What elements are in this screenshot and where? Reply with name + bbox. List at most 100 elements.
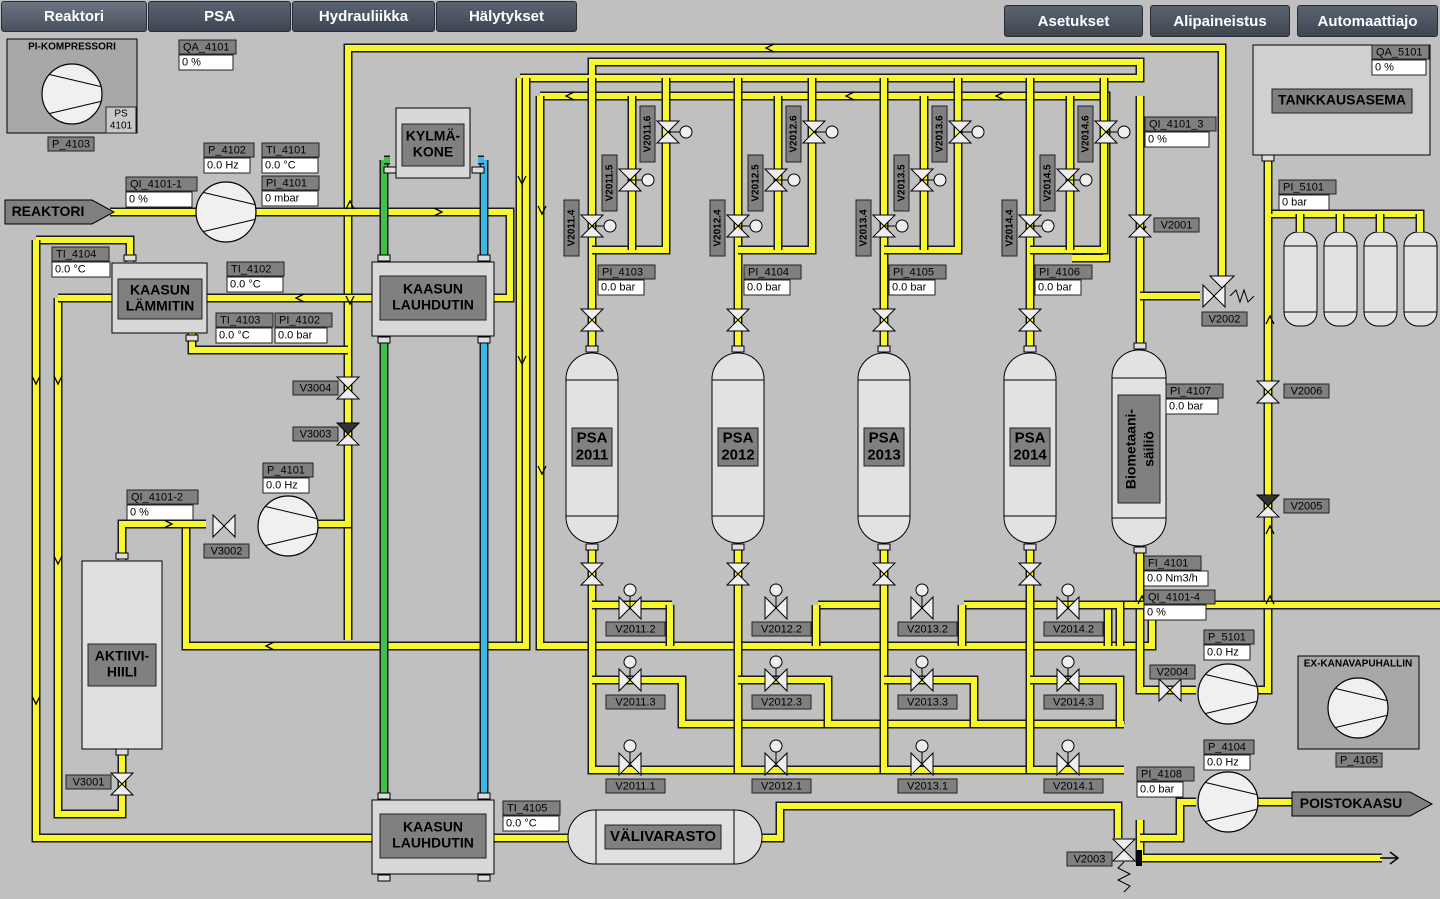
valve-v2012-5[interactable] [763, 168, 801, 192]
tab-halytykset[interactable]: Hälytykset [436, 1, 577, 32]
biomethane-tank[interactable]: Biometaani-säiliö [1111, 349, 1167, 547]
valve-v2013-1[interactable] [910, 739, 934, 777]
activated-carbon-filter[interactable]: AKTIIVI-HIILI [81, 560, 163, 750]
valve-v2011-3[interactable] [618, 655, 642, 693]
valve-v2011-1[interactable] [618, 739, 642, 777]
svg-text:TI_4103: TI_4103 [220, 314, 260, 326]
valve-v2014-bottom[interactable] [1017, 562, 1043, 586]
nozzle [477, 254, 491, 262]
valve-v3004[interactable] [335, 376, 361, 400]
valve-v2011-top[interactable] [579, 308, 605, 332]
valve-v2006[interactable] [1255, 380, 1281, 404]
valve-v2013-2[interactable] [910, 583, 934, 621]
tab-hydrauliikka[interactable]: Hydrauliikka [292, 1, 435, 32]
valve-v2014-2[interactable] [1056, 583, 1080, 621]
svg-text:V2013.6: V2013.6 [935, 115, 946, 153]
svg-text:0.0 bar: 0.0 bar [601, 281, 636, 293]
flow-arrow-icon [53, 555, 63, 566]
valve-v2014-5[interactable] [1055, 168, 1093, 192]
tank-station[interactable]: TANKKAUSASEMA [1252, 44, 1431, 156]
svg-text:V2012.5: V2012.5 [751, 164, 762, 202]
svg-text:2013: 2013 [867, 446, 900, 463]
pump-p5101[interactable] [1197, 663, 1259, 725]
valve-v2011-bottom[interactable] [579, 562, 605, 586]
valve-v2011-4[interactable] [579, 214, 617, 238]
valve-v3001[interactable] [109, 772, 135, 796]
valve-v2011-2[interactable] [618, 583, 642, 621]
svg-text:KYLMÄ-: KYLMÄ- [406, 128, 461, 144]
pump-p4101[interactable] [257, 495, 319, 557]
svg-text:P_4104: P_4104 [1208, 741, 1246, 753]
fan-pump-icon[interactable] [1327, 677, 1389, 739]
valve-v2004[interactable] [1158, 677, 1182, 703]
valve-v2013-5[interactable] [909, 168, 947, 192]
valve-v2003[interactable] [1111, 838, 1137, 862]
nozzle [471, 166, 485, 174]
valve-v2013-6[interactable] [947, 120, 985, 144]
valve-label-vertical: V2014.4 [1001, 199, 1018, 257]
compressor-pump-icon[interactable] [41, 63, 103, 125]
valve-v2013-bottom[interactable] [871, 562, 897, 586]
tab-psa[interactable]: PSA [148, 1, 291, 32]
tab-reaktori[interactable]: Reaktori [1, 1, 147, 32]
valve-v2013-4[interactable] [871, 214, 909, 238]
valve-v3002[interactable] [212, 513, 236, 539]
valve-v2012-6[interactable] [801, 120, 839, 144]
cooling-machine[interactable]: KYLMÄ-KONE [395, 107, 471, 179]
flow-arrow-icon [764, 43, 775, 53]
relief-valve-icon[interactable] [1208, 275, 1236, 289]
svg-text:V3004: V3004 [300, 382, 332, 394]
asetukset-button[interactable]: Asetukset [1004, 5, 1143, 37]
valve-v2012-1[interactable] [764, 739, 788, 777]
automaattiajo-button[interactable]: Automaattiajo [1297, 5, 1438, 37]
valve-v2005[interactable] [1255, 494, 1281, 518]
nozzle [1133, 546, 1147, 554]
buffer-tank[interactable]: VÄLIVARASTO [567, 809, 763, 865]
svg-text:V2014.2: V2014.2 [1053, 623, 1094, 635]
spring-icon [1116, 861, 1132, 893]
valve-v2014-1[interactable] [1056, 739, 1080, 777]
nozzle [1261, 154, 1275, 162]
flow-arrow-icon [517, 355, 527, 366]
valve-v2014-3[interactable] [1056, 655, 1080, 693]
valve-v2012-3[interactable] [764, 655, 788, 693]
svg-text:QI_4101_3: QI_4101_3 [1149, 118, 1203, 130]
flow-arrow-icon [537, 465, 547, 476]
valve-v2012-4[interactable] [725, 214, 763, 238]
svg-text:V2011.2: V2011.2 [615, 623, 655, 635]
flow-arrow-icon [433, 207, 444, 217]
valve-v2011-5[interactable] [617, 168, 655, 192]
svg-text:V2014.6: V2014.6 [1081, 115, 1092, 153]
valve-v2013-top[interactable] [871, 308, 897, 332]
svg-text:PI_5101: PI_5101 [1283, 181, 1324, 193]
alipaineistus-button[interactable]: Alipaineistus [1150, 5, 1290, 37]
pump-p4102[interactable] [195, 181, 257, 243]
valve-v2011-6[interactable] [655, 120, 693, 144]
valve-v2013-3[interactable] [910, 655, 934, 693]
nozzle [377, 792, 391, 800]
valve-v2001[interactable] [1127, 214, 1153, 238]
valve-v2014-4[interactable] [1017, 214, 1055, 238]
svg-text:P_4105: P_4105 [1340, 754, 1378, 766]
flow-arrow-icon [1265, 524, 1275, 535]
valve-v3003[interactable] [335, 422, 361, 446]
valve-v2014-6[interactable] [1093, 120, 1131, 144]
valve-v2012-bottom[interactable] [725, 562, 751, 586]
valve-label-vertical: V2012.5 [747, 154, 764, 212]
check-valve-icon [1136, 850, 1142, 866]
pump-p4104[interactable] [1197, 771, 1259, 833]
valve-v2012-top[interactable] [725, 308, 751, 332]
svg-text:TANKKAUSASEMA: TANKKAUSASEMA [1278, 92, 1406, 108]
valve-v2014-top[interactable] [1017, 308, 1043, 332]
valve-v2012-2[interactable] [764, 583, 788, 621]
svg-text:2014: 2014 [1013, 446, 1047, 463]
